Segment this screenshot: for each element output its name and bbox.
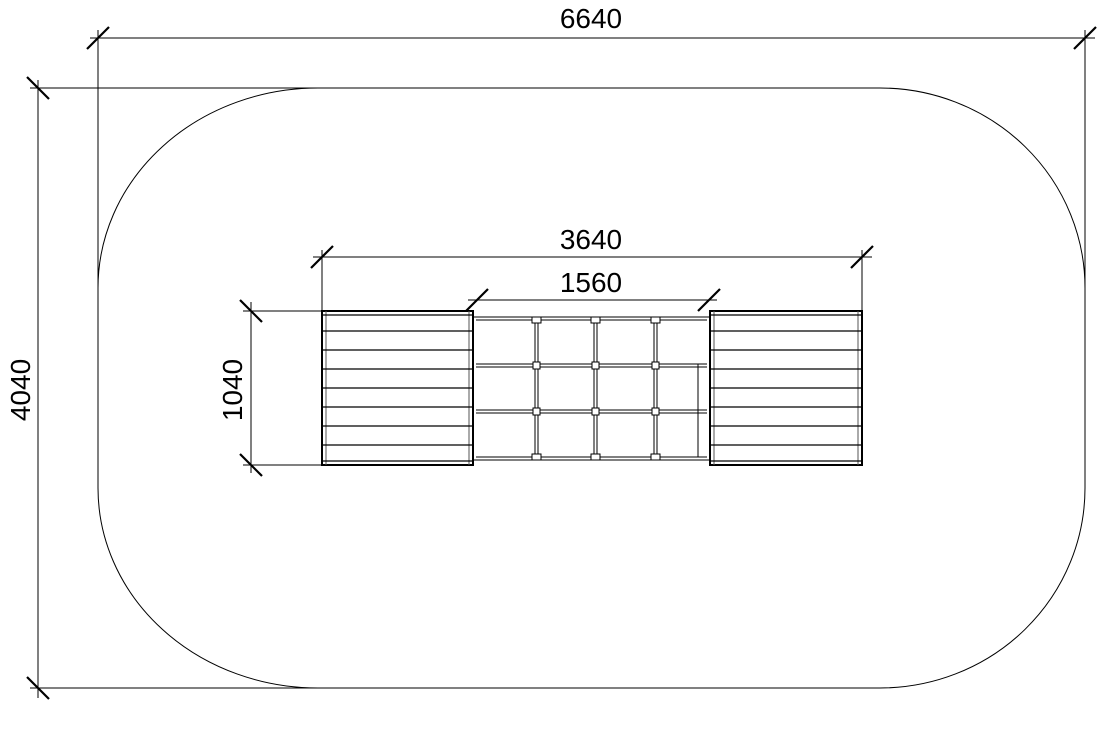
rope-knot xyxy=(532,361,541,370)
net-span-label: 1560 xyxy=(560,267,622,298)
overall-width-dimension: 6640 xyxy=(86,3,1097,290)
net-bridge xyxy=(472,316,711,461)
rope-knot xyxy=(651,361,660,370)
rope-knot xyxy=(590,453,601,461)
rope-knot xyxy=(532,407,541,416)
rope-knot xyxy=(650,453,661,461)
equipment-width-label: 1040 xyxy=(217,359,248,421)
equipment-length-dimension: 3640 xyxy=(310,224,874,312)
rope-knot xyxy=(651,407,660,416)
equipment-length-label: 3640 xyxy=(560,224,622,255)
rope-knot xyxy=(531,316,542,324)
equipment-width-dimension: 1040 xyxy=(217,299,323,477)
overall-height-dimension: 4040 xyxy=(5,76,320,700)
rope-knot xyxy=(590,316,601,324)
net-span-dimension: 1560 xyxy=(465,267,721,312)
rope-knot xyxy=(591,407,600,416)
rope-knot xyxy=(650,316,661,324)
left-platform xyxy=(321,310,474,466)
right-platform xyxy=(709,310,863,466)
overall-height-label: 4040 xyxy=(5,359,36,421)
overall-width-label: 6640 xyxy=(560,3,622,34)
rope-knot xyxy=(591,361,600,370)
rope-knot xyxy=(531,453,542,461)
